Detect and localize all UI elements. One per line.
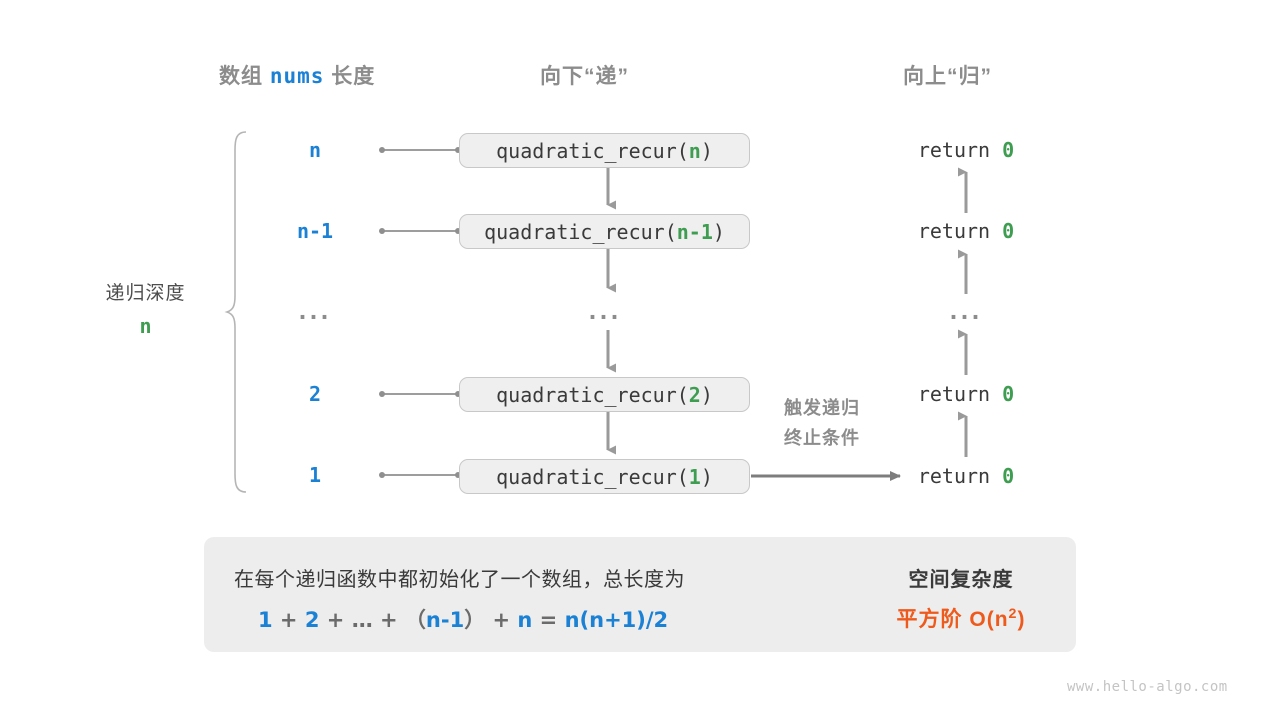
formula-term-n-minus-1: n-1 [425, 608, 465, 632]
return-label-row-1: return 0 [886, 219, 1046, 243]
function-box-row-1[interactable]: quadratic_recur(n-1) [459, 214, 750, 249]
return-label-row-4: return 0 [886, 464, 1046, 488]
summary-panel [204, 537, 1076, 652]
formula-ellipsis: … [351, 608, 373, 632]
function-box-row-0[interactable]: quadratic_recur(n) [459, 133, 750, 168]
space-complexity-result: 平方阶 O(n2) [866, 603, 1056, 633]
terminate-note-line2: 终止条件 [784, 428, 860, 448]
return-label-row-2-ellipsis: ... [949, 300, 983, 324]
complexity-suffix: ) [1017, 608, 1026, 631]
recursion-depth-label: 递归深度 [105, 283, 186, 304]
function-box-row-4[interactable]: quadratic_recur(1) [459, 459, 750, 494]
formula-term-2: 2 [304, 608, 320, 632]
formula-equals: = [532, 608, 565, 632]
formula-op-3: + [372, 608, 405, 632]
terminate-note-line1: 触发递归 [784, 398, 860, 418]
fn-arg-row-4: 1 [688, 464, 701, 489]
formula-op-2: + [319, 608, 352, 632]
recursion-depth-value: n [139, 314, 152, 338]
formula-paren-open: （ [404, 608, 426, 632]
fn-suffix-row-1: ) [712, 219, 725, 244]
depth-label-row-1: n-1 [296, 219, 334, 243]
complexity-prefix: 平方阶 O(n [896, 608, 1009, 631]
label-connectors [382, 149, 458, 476]
fn-prefix-row-4: quadratic_recur( [496, 464, 689, 489]
column-header-array-length: 数组 nums 长度 [219, 60, 375, 90]
function-box-row-2-ellipsis: ... [588, 300, 622, 324]
summary-description: 在每个递归函数中都初始化了一个数组，总长度为 [234, 569, 685, 591]
fn-arg-row-3: 2 [688, 382, 701, 407]
depth-label-row-2-ellipsis: ... [298, 300, 332, 324]
return-text-row-4: return [917, 464, 1003, 488]
formula-result: n(n+1)/2 [564, 608, 669, 632]
fn-prefix-row-1: quadratic_recur( [484, 219, 677, 244]
return-value-row-3: 0 [1002, 382, 1015, 406]
terminate-condition-note: 触发递归 终止条件 [748, 393, 896, 453]
site-watermark: www.hello-algo.com [1067, 679, 1228, 695]
formula-paren-close: ） [464, 608, 486, 632]
depth-brace [224, 131, 247, 493]
formula-term-n: n [517, 608, 533, 632]
fn-arg-row-1: n-1 [676, 219, 713, 244]
column-header-descend: 向下“递” [540, 65, 629, 88]
fn-suffix-row-0: ) [700, 138, 713, 163]
depth-label-row-4: 1 [308, 463, 322, 487]
header-left-prefix: 数组 [219, 65, 270, 88]
fn-suffix-row-3: ) [700, 382, 713, 407]
fn-suffix-row-4: ) [700, 464, 713, 489]
space-complexity-title: 空间复杂度 [908, 569, 1014, 591]
fn-arg-row-0: n [688, 138, 701, 163]
header-left-suffix: 长度 [324, 65, 376, 88]
recursion-depth-annotation: 递归深度 n [88, 278, 203, 338]
depth-label-row-0: n [308, 138, 322, 162]
return-value-row-1: 0 [1002, 219, 1015, 243]
complexity-exponent: 2 [1008, 606, 1018, 622]
label-connector-dots [379, 147, 461, 478]
return-value-row-0: 0 [1002, 138, 1015, 162]
column-header-ascend: 向上“归” [903, 65, 992, 88]
formula-op-1: + [272, 608, 305, 632]
summary-formula: 1 + 2 + … + （n-1） + n = n(n+1)/2 [258, 604, 668, 634]
return-label-row-0: return 0 [886, 138, 1046, 162]
formula-op-4: + [485, 608, 518, 632]
fn-prefix-row-0: quadratic_recur( [496, 138, 689, 163]
fn-prefix-row-3: quadratic_recur( [496, 382, 689, 407]
return-text-row-0: return [917, 138, 1003, 162]
return-value-row-4: 0 [1002, 464, 1015, 488]
return-text-row-1: return [917, 219, 1003, 243]
return-label-row-3: return 0 [886, 382, 1046, 406]
formula-term-1: 1 [258, 608, 273, 632]
header-left-var: nums [269, 64, 325, 88]
return-text-row-3: return [917, 382, 1003, 406]
function-box-row-3[interactable]: quadratic_recur(2) [459, 377, 750, 412]
depth-label-row-3: 2 [308, 382, 322, 406]
